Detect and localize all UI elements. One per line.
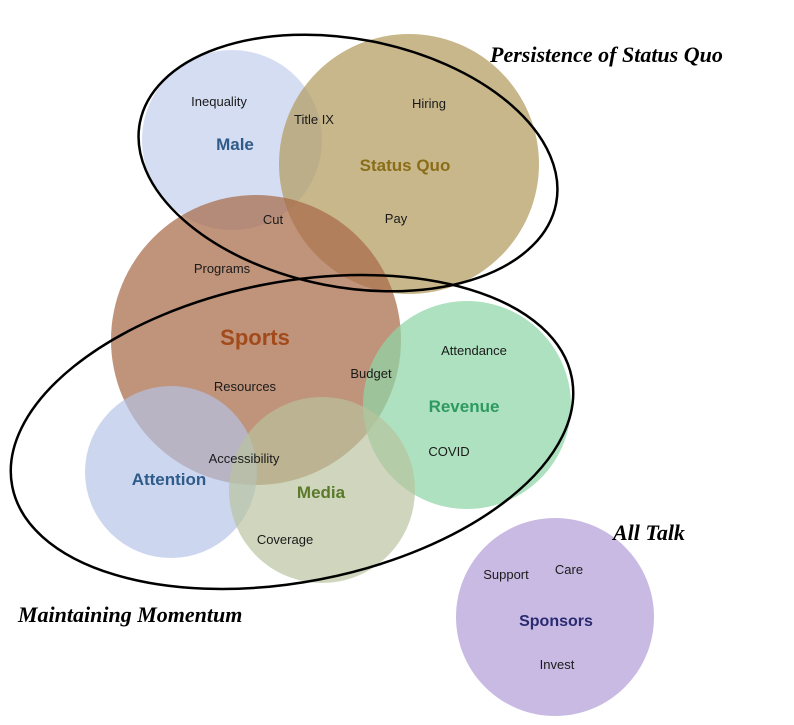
circle-label-sponsors: Sponsors: [519, 613, 593, 630]
circle-label-male: Male: [216, 135, 254, 154]
term-cut: Cut: [263, 212, 284, 227]
term-resources: Resources: [214, 379, 277, 394]
term-budget: Budget: [350, 366, 392, 381]
persistence-outline: [137, 33, 559, 293]
group-title-persistence: Persistence of Status Quo: [489, 42, 723, 67]
circle-label-media: Media: [297, 483, 346, 502]
term-coverage: Coverage: [257, 532, 313, 547]
term-support: Support: [483, 567, 529, 582]
circle-label-sports: Sports: [220, 325, 290, 350]
term-pay: Pay: [385, 211, 408, 226]
revenue-circle: [363, 301, 571, 509]
term-hiring: Hiring: [412, 96, 446, 111]
group-title-momentum: Maintaining Momentum: [17, 602, 242, 627]
circle-label-status-quo: Status Quo: [360, 156, 451, 175]
circle-label-revenue: Revenue: [429, 397, 500, 416]
circle-label-attention: Attention: [132, 470, 207, 489]
term-programs: Programs: [194, 261, 251, 276]
sponsors-circle: [456, 518, 654, 716]
attention-circle: [85, 386, 257, 558]
term-invest: Invest: [540, 657, 575, 672]
term-inequality: Inequality: [191, 94, 247, 109]
term-attendance: Attendance: [441, 343, 507, 358]
male-circle: [142, 50, 322, 230]
term-accessibility: Accessibility: [209, 451, 280, 466]
term-covid: COVID: [428, 444, 469, 459]
term-care: Care: [555, 562, 583, 577]
momentum-outline: [9, 273, 575, 591]
term-title-ix: Title IX: [294, 112, 334, 127]
group-title-all-talk: All Talk: [611, 520, 685, 545]
media-circle: [229, 397, 415, 583]
